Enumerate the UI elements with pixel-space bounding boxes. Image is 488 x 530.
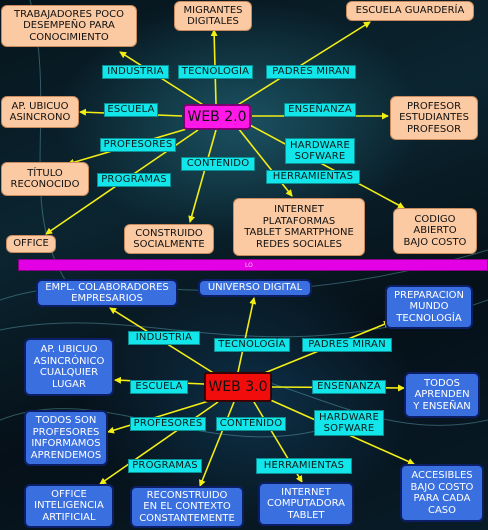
- arrow3-programas: [99, 401, 219, 485]
- label-industria: INDUSTRIA: [102, 65, 169, 79]
- label3-programas: PROGRAMAS: [128, 459, 202, 473]
- label3-ensenanza: ENSEÑANZA: [312, 380, 386, 394]
- arrow-herramientas: [237, 127, 293, 197]
- box-internet-plataformas: INTERNET PLATAFORMAS TABLET SMARTPHONE R…: [233, 198, 365, 256]
- box-accesibles-bajo-costo: ACCESIBLES BAJO COSTO PARA CADA CASO: [400, 464, 484, 522]
- box-trabajadores: TRABAJADORES POCO DESEMPEÑO PARA CONOCIM…: [1, 5, 137, 47]
- box-todos-aprenden: TODOS APRENDEN Y ENSEÑAN: [404, 372, 480, 418]
- arrow-contenido: [188, 129, 217, 223]
- arrow3-contenido: [199, 401, 235, 487]
- label-padres-miran: PADRES MIRAN: [266, 65, 356, 79]
- arrow3-profesores: [107, 399, 213, 434]
- label-herramientas: HERRAMIENTAS: [266, 170, 360, 184]
- box-titulo-reconocido: TÍTULO RECONOCIDO: [1, 162, 89, 196]
- label-tecnologia: TECNOLOGÍA: [178, 65, 253, 79]
- label3-herramientas: HERRAMIENTAS: [256, 458, 352, 474]
- label-ensenanza: ENSEÑANZA: [284, 103, 356, 117]
- box-escuela-guarderia: ESCUELA GUARDERÍA: [346, 1, 474, 21]
- label3-hardware-sofware: HARDWARE SOFWARE: [314, 410, 384, 436]
- section-divider: LO: [18, 259, 488, 271]
- box-todos-son-profesores: TODOS SON PROFESORES INFORMAMOS APRENDEM…: [24, 410, 108, 466]
- box-universo-digital: UNIVERSO DIGITAL: [198, 279, 312, 297]
- arrow3-tecnologia: [237, 297, 257, 373]
- arrow-industria: [119, 51, 209, 109]
- divider-mark: LO: [245, 262, 253, 269]
- hub-web-2-0: WEB 2.0: [183, 104, 251, 130]
- box-reconstruido: RECONSTRUIDO EN EL CONTEXTO CONSTANTEMEN…: [130, 486, 244, 528]
- box-construido-socialmente: CONSTRUIDO SOCIALMENTE: [124, 224, 214, 254]
- box-migrantes-digitales: MIGRANTES DIGITALES: [174, 1, 252, 31]
- arrow-hardware: [247, 123, 405, 209]
- label3-tecnologia: TECNOLOGÍA: [214, 338, 290, 352]
- box-office: OFFICE: [6, 235, 56, 253]
- label3-contenido: CONTENIDO: [216, 417, 286, 431]
- box-preparacion-mundo: PREPARACION MUNDO TECNOLOGÍA: [385, 285, 473, 329]
- label-contenido: CONTENIDO: [181, 157, 255, 171]
- label-escuela: ESCUELA: [104, 103, 158, 117]
- label3-padres-miran: PADRES MIRAN: [302, 338, 392, 352]
- box-ap-ubicuo-asincronico: AP. UBICUO ASINCRÓNICO CUALQUIER LUGAR: [24, 338, 114, 396]
- box-internet-computadora: INTERNET COMPUTADORA TABLET: [258, 482, 354, 526]
- box-empl-colaboradores: EMPL. COLABORADORES EMPRESARIOS: [36, 279, 178, 307]
- label3-profesores: PROFESORES: [130, 417, 206, 431]
- label-programas: PROGRAMAS: [97, 173, 171, 187]
- label-profesores: PROFESORES: [100, 138, 176, 152]
- arrow-padres: [235, 21, 371, 107]
- label3-escuela: ESCUELA: [130, 380, 188, 394]
- box-office-ia: OFFICE INTELIGENCIA ARTIFICIAL: [24, 484, 114, 528]
- box-codigo-abierto: CODIGO ABIERTO BAJO COSTO: [393, 208, 477, 254]
- hub-web-3-0: WEB 3.0: [204, 372, 272, 402]
- box-profesor-estudiantes: PROFESOR ESTUDIANTES PROFESOR: [390, 96, 478, 140]
- label-hardware-sofware: HARDWARE SOFWARE: [285, 138, 355, 164]
- label3-industria: INDUSTRIA: [128, 331, 200, 345]
- box-ap-ubicuo: AP. UBICUO ASINCRONO: [1, 96, 79, 128]
